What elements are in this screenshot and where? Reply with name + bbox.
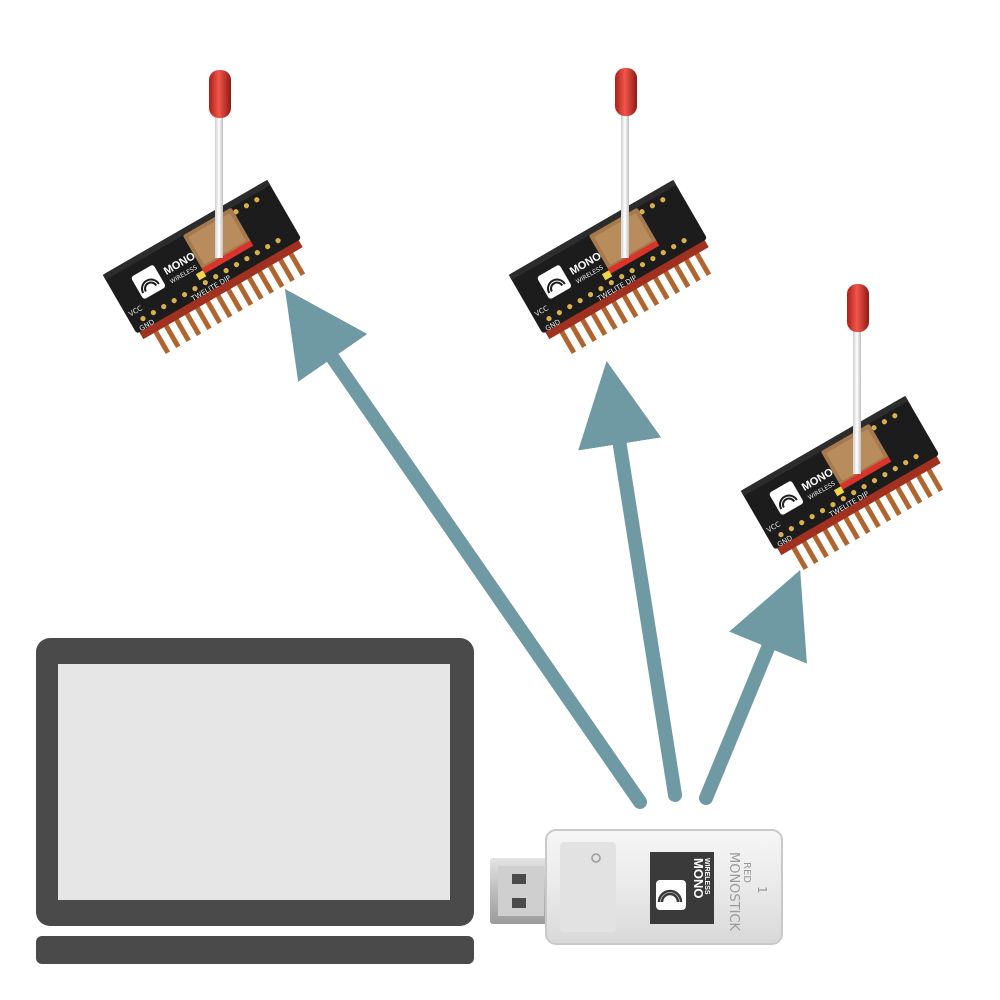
monostick-number: 1	[755, 886, 769, 894]
usb-connector-icon	[490, 858, 552, 924]
link-arrow-right	[699, 570, 807, 805]
antenna-cap-1	[209, 70, 231, 118]
twelite-dip-module-3: MONO WIRELESS TWELITE DIP GND VCC	[739, 394, 957, 579]
antenna-cap-2	[615, 68, 637, 116]
wireless-logo-icon	[656, 880, 686, 910]
laptop-base	[36, 936, 474, 964]
radio-links	[284, 288, 807, 809]
link-arrow-middle	[578, 360, 682, 802]
antenna-cap-3	[847, 284, 869, 332]
monostick-usb-dongle: MONO WIRELESS MONOSTICK RED 1	[490, 829, 783, 945]
laptop-screen	[58, 664, 450, 900]
twelite-dip-module-2: MONO WIRELESS TWELITE DIP GND VCC	[507, 178, 725, 363]
monostick-variant: RED	[741, 862, 752, 883]
monostick-brand-bottom: WIRELESS	[703, 858, 710, 895]
antenna-1	[209, 70, 231, 258]
antenna-2	[615, 68, 637, 258]
monostick-logo-label: MONO WIRELESS	[650, 852, 714, 924]
monostick-brand-top: MONO	[691, 858, 706, 898]
twelite-dip-module-1: MONO WIRELESS TWELITE DIP GND VCC	[101, 178, 319, 363]
antenna-3	[847, 284, 869, 474]
monostick-product-name: MONOSTICK	[726, 852, 741, 932]
laptop-icon	[36, 638, 474, 964]
link-arrow-left	[284, 288, 647, 809]
